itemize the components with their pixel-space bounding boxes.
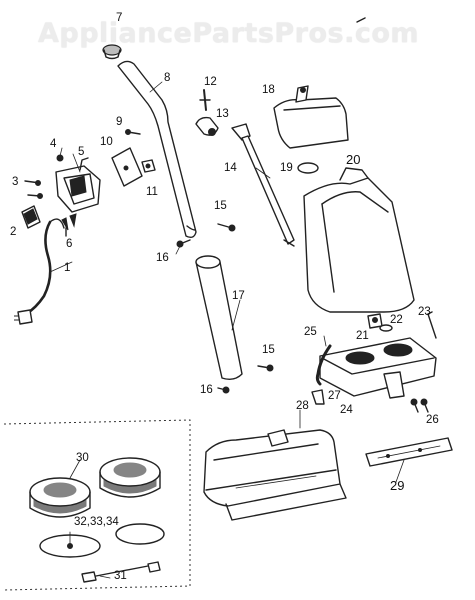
- part-31-clips: [81, 561, 161, 583]
- label-part-26: 26: [426, 414, 439, 426]
- part-3-screws: [24, 180, 43, 199]
- label-part-12: 12: [204, 76, 217, 88]
- part-9-screw: [125, 129, 141, 135]
- part-17-lower-tube: [195, 255, 243, 381]
- label-part-3: 3: [12, 176, 19, 188]
- corner-mark: [356, 17, 366, 23]
- label-part-15-top: 15: [214, 200, 227, 212]
- label-part-19: 19: [280, 162, 293, 174]
- part-5-switch-bracket: [55, 157, 101, 213]
- label-part-18: 18: [262, 84, 275, 96]
- part-13-clip: [195, 116, 219, 136]
- label-part-29: 29: [390, 478, 405, 493]
- label-part-1: 1: [64, 262, 71, 274]
- part-16b-screw: [217, 386, 230, 394]
- part-16a-screw: [176, 239, 191, 248]
- part-8-upper-handle: [117, 60, 197, 239]
- label-part-22: 22: [390, 314, 403, 326]
- label-part-17: 17: [232, 290, 245, 302]
- label-part-21: 21: [356, 330, 369, 342]
- label-part-32-33-34: 32,33,34: [74, 516, 119, 528]
- part-2-clamp: [21, 205, 41, 229]
- part-27-clip: [311, 389, 325, 405]
- part-24-pump-base: [319, 337, 437, 399]
- label-part-16-bottom: 16: [200, 384, 213, 396]
- label-part-15-bottom: 15: [262, 344, 275, 356]
- label-part-27: 27: [328, 390, 341, 402]
- label-part-2: 2: [10, 226, 17, 238]
- label-part-11: 11: [146, 186, 158, 198]
- part-23-pin: [427, 311, 437, 339]
- part-14-rod: [231, 123, 295, 247]
- part-11-nut: [141, 159, 156, 173]
- label-part-23: 23: [418, 306, 431, 318]
- label-part-31: 31: [114, 570, 127, 582]
- label-part-7: 7: [116, 12, 123, 24]
- part-19-cap: [297, 162, 319, 174]
- part-7-cap: [102, 44, 122, 60]
- part-30-brushes: [29, 457, 161, 518]
- label-part-28: 28: [296, 400, 309, 412]
- label-part-20: 20: [346, 152, 361, 167]
- watermark: AppliancePartsPros.com: [38, 18, 420, 49]
- part-26-screws: [410, 398, 429, 413]
- leader-lines: [49, 81, 405, 579]
- label-part-25: 25: [304, 326, 317, 338]
- part-12-pin: [199, 89, 211, 111]
- label-part-8: 8: [164, 72, 171, 84]
- part-28-base-housing: [203, 429, 347, 521]
- label-part-9: 9: [116, 116, 123, 128]
- part-6-wire-connectors: [61, 213, 77, 237]
- part-32-pads: [39, 523, 165, 558]
- label-part-5: 5: [78, 146, 85, 158]
- part-18-tank-cover: [273, 85, 349, 149]
- part-15a-screw: [217, 223, 236, 232]
- label-part-10: 10: [100, 136, 113, 148]
- brush-kit-outline: [3, 419, 191, 591]
- label-part-6: 6: [66, 238, 73, 250]
- label-part-16-top: 16: [156, 252, 169, 264]
- part-15b-screw: [257, 364, 274, 372]
- label-part-30: 30: [76, 452, 89, 464]
- part-1-power-cord: [14, 218, 65, 325]
- label-part-4: 4: [50, 138, 57, 150]
- label-part-13: 13: [216, 108, 229, 120]
- part-29-scrub-strip: [365, 437, 453, 467]
- part-22-washer: [379, 324, 393, 332]
- part-25-hose: [315, 344, 332, 386]
- label-part-14: 14: [224, 162, 237, 174]
- part-21-nut: [367, 313, 383, 329]
- part-20-tank: [303, 167, 415, 313]
- part-10-plate: [111, 147, 143, 187]
- label-part-24: 24: [340, 404, 353, 416]
